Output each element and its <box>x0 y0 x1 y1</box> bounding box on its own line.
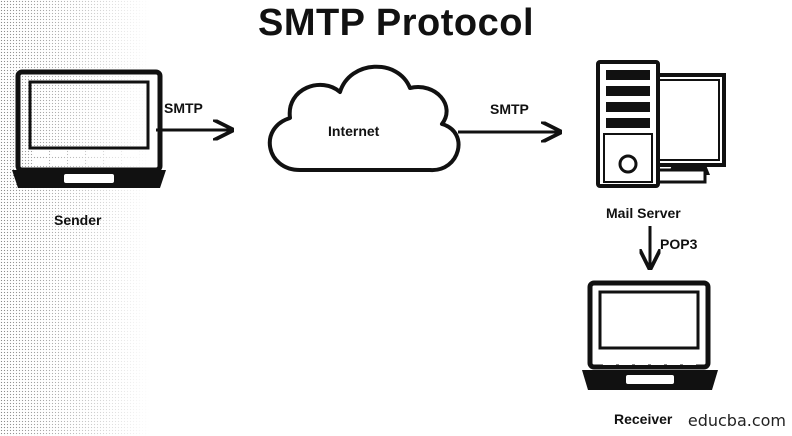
edge-label-pop3: POP3 <box>660 236 698 252</box>
node-label-sender: Sender <box>54 212 102 228</box>
node-label-internet: Internet <box>328 123 380 139</box>
watermark-text: educba.com <box>687 411 786 430</box>
sender-laptop-icon <box>12 69 166 188</box>
node-label-mail-server: Mail Server <box>606 205 681 221</box>
edge-label-smtp-1: SMTP <box>164 100 203 116</box>
node-label-receiver: Receiver <box>614 411 673 427</box>
receiver-laptop-icon <box>582 280 718 390</box>
diagram-title: SMTP Protocol <box>257 2 535 44</box>
internet-cloud-icon <box>267 64 461 173</box>
edge-label-smtp-2: SMTP <box>490 101 529 117</box>
mail-server-icon <box>596 60 726 188</box>
